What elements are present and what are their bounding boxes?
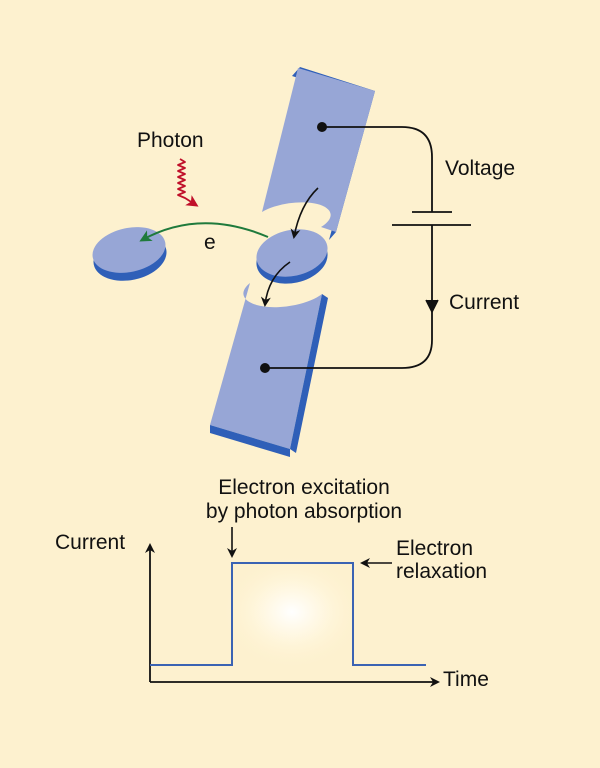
upper-electrode [262, 67, 375, 240]
circuit-current-label: Current [449, 291, 519, 314]
current-direction-arrow [425, 299, 439, 314]
tunnel-arrow-in [290, 187, 319, 239]
relaxation-label-line1: Electron [396, 537, 473, 560]
relaxation-label-line2: relaxation [396, 560, 487, 583]
y-axis-label: Current [55, 531, 125, 554]
photon-label: Photon [137, 129, 204, 152]
x-axis-label: Time [443, 668, 489, 691]
circuit-wire [265, 126, 471, 369]
absorption-glow [220, 554, 364, 670]
current-time-plot: Current Time Electron excitation by phot… [55, 476, 489, 691]
terminal-lower [260, 363, 270, 373]
voltage-label: Voltage [445, 157, 515, 180]
central-island [256, 229, 328, 284]
excitation-label-line2: by photon absorption [206, 500, 402, 523]
excitation-label-line1: Electron excitation [218, 476, 390, 499]
electron-label: e [204, 231, 216, 254]
electron-path-arrow [139, 222, 269, 242]
photon-wave [177, 158, 199, 207]
ejected-island [92, 227, 167, 281]
tunnel-arrow-out [260, 261, 291, 307]
current-pulse-trace [150, 562, 426, 666]
terminal-upper [317, 122, 327, 132]
